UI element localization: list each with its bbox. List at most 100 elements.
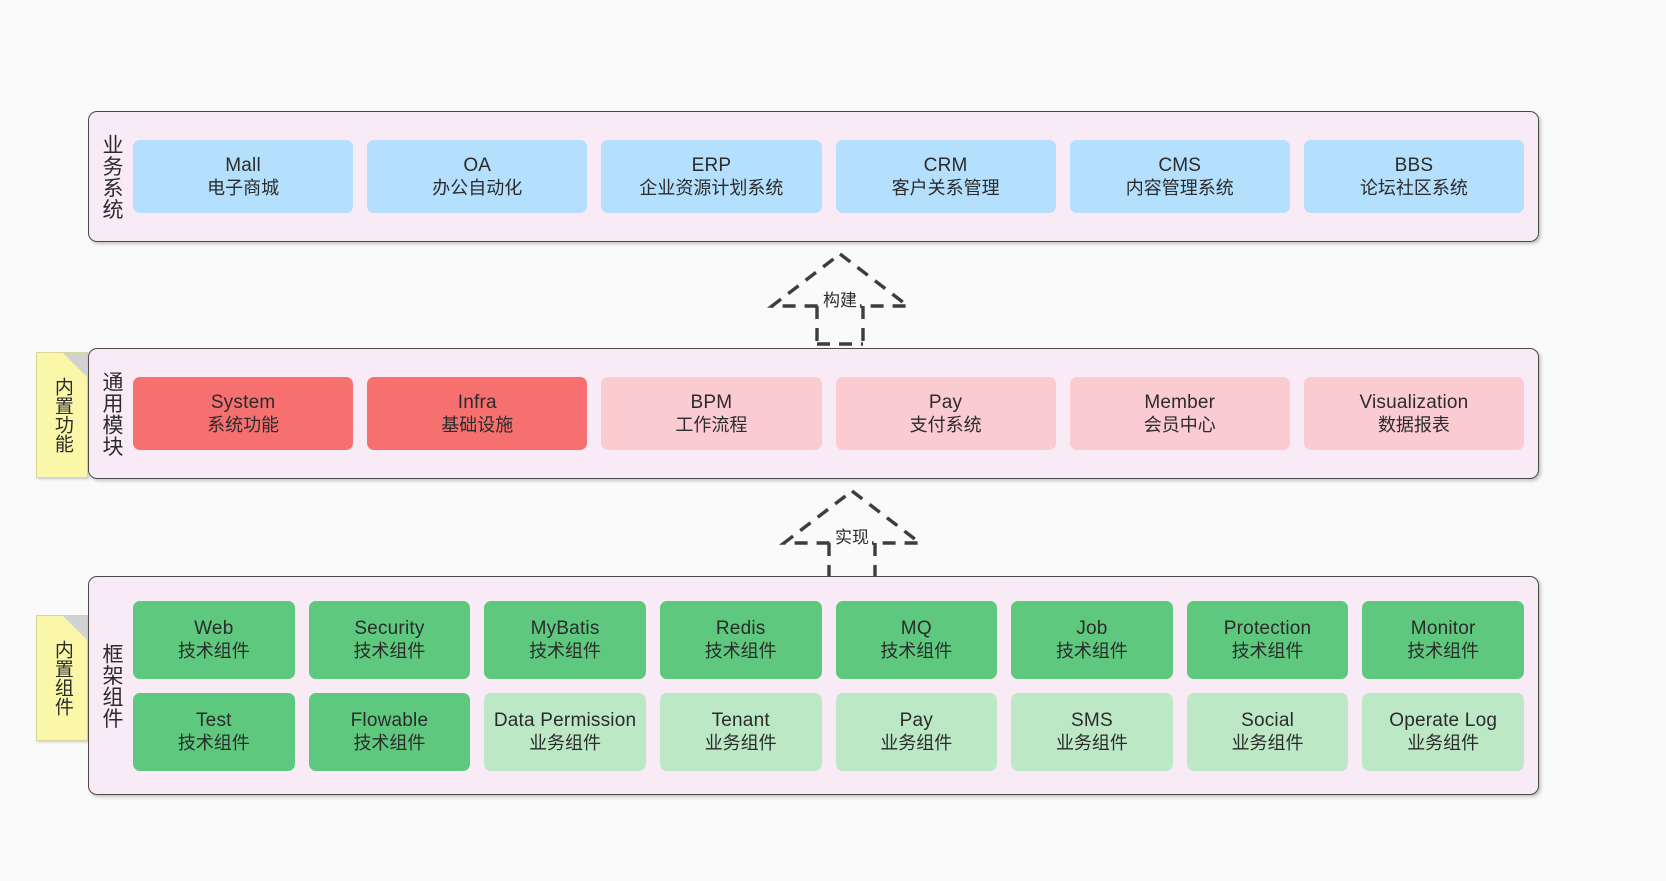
framework-item-flowable[interactable]: Flowable 技术组件 xyxy=(308,692,471,771)
note-builtin-components: 内置组件 xyxy=(36,615,88,741)
framework-item-protection[interactable]: Protection 技术组件 xyxy=(1186,600,1349,679)
framework-tech-row: Web 技术组件 Security 技术组件 MyBatis 技术组件 Redi… xyxy=(133,600,1524,679)
module-item-infra[interactable]: Infra 基础设施 xyxy=(367,377,588,450)
item-title: Web xyxy=(194,617,234,639)
framework-item-monitor[interactable]: Monitor 技术组件 xyxy=(1362,600,1524,679)
layer-caption-business: 业务系统 xyxy=(99,133,123,220)
item-title: Pay xyxy=(899,709,933,731)
item-title: Pay xyxy=(928,391,963,413)
item-subtitle: 业务组件 xyxy=(880,733,953,754)
note-label: 内置功能 xyxy=(51,377,73,453)
framework-item-security[interactable]: Security 技术组件 xyxy=(308,600,471,679)
framework-item-mybatis[interactable]: MyBatis 技术组件 xyxy=(484,600,646,679)
item-subtitle: 业务组件 xyxy=(1055,733,1128,754)
framework-item-web[interactable]: Web 技术组件 xyxy=(133,600,295,679)
item-subtitle: 内容管理系统 xyxy=(1125,178,1234,199)
connector-build: 构建 xyxy=(760,248,920,346)
module-items-row: System 系统功能 Infra 基础设施 BPM 工作流程 Pay 支付系统… xyxy=(133,377,1525,450)
item-subtitle: 技术组件 xyxy=(353,733,426,754)
item-subtitle: 业务组件 xyxy=(1231,733,1304,754)
module-item-member[interactable]: Member 会员中心 xyxy=(1069,377,1290,450)
item-title: Infra xyxy=(457,391,497,413)
item-subtitle: 业务组件 xyxy=(529,733,602,754)
business-item-cms[interactable]: CMS 内容管理系统 xyxy=(1069,140,1290,213)
item-title: MyBatis xyxy=(530,617,600,639)
item-subtitle: 业务组件 xyxy=(1407,733,1480,754)
business-item-oa[interactable]: OA 办公自动化 xyxy=(367,140,588,213)
item-title: Redis xyxy=(715,617,766,639)
item-subtitle: 支付系统 xyxy=(909,415,982,436)
framework-item-tenant[interactable]: Tenant 业务组件 xyxy=(659,692,822,771)
layer-business-systems: 业务系统 Mall 电子商城 OA 办公自动化 ERP 企业资源计划系统 CRM… xyxy=(88,111,1539,242)
item-subtitle: 工作流程 xyxy=(675,415,748,436)
layer-caption-framework: 框架组件 xyxy=(99,642,123,729)
item-title: Visualization xyxy=(1359,391,1469,413)
item-title: CRM xyxy=(923,154,968,176)
module-item-system[interactable]: System 系统功能 xyxy=(133,377,354,450)
item-title: Test xyxy=(195,709,232,731)
item-title: Job xyxy=(1076,617,1108,639)
item-subtitle: 技术组件 xyxy=(177,641,250,662)
item-subtitle: 系统功能 xyxy=(207,415,280,436)
note-builtin-features: 内置功能 xyxy=(36,352,88,478)
item-title: CMS xyxy=(1158,154,1202,176)
connector-build-label: 构建 xyxy=(820,286,860,311)
item-subtitle: 技术组件 xyxy=(353,641,426,662)
framework-rows: Web 技术组件 Security 技术组件 MyBatis 技术组件 Redi… xyxy=(133,600,1524,771)
item-title: Social xyxy=(1241,709,1295,731)
item-subtitle: 论坛社区系统 xyxy=(1359,178,1468,199)
connector-implement-label: 实现 xyxy=(832,523,872,548)
framework-item-sms[interactable]: SMS 业务组件 xyxy=(1011,692,1173,771)
business-items-row: Mall 电子商城 OA 办公自动化 ERP 企业资源计划系统 CRM 客户关系… xyxy=(133,140,1525,213)
framework-item-social[interactable]: Social 业务组件 xyxy=(1186,692,1349,771)
item-subtitle: 会员中心 xyxy=(1143,415,1216,436)
item-subtitle: 技术组件 xyxy=(1407,641,1480,662)
generalization-arrow-icon xyxy=(766,251,914,346)
note-label: 内置组件 xyxy=(51,640,73,716)
item-subtitle: 办公自动化 xyxy=(432,178,523,199)
item-title: BPM xyxy=(690,391,733,413)
module-item-pay[interactable]: Pay 支付系统 xyxy=(835,377,1056,450)
framework-item-redis[interactable]: Redis 技术组件 xyxy=(659,600,822,679)
item-title: BBS xyxy=(1394,154,1434,176)
business-item-erp[interactable]: ERP 企业资源计划系统 xyxy=(601,140,822,213)
framework-item-operate-log[interactable]: Operate Log 业务组件 xyxy=(1362,692,1524,771)
item-title: Mall xyxy=(225,154,261,176)
item-title: Security xyxy=(354,617,425,639)
business-item-mall[interactable]: Mall 电子商城 xyxy=(133,140,354,213)
item-title: Operate Log xyxy=(1389,709,1498,731)
framework-item-pay[interactable]: Pay 业务组件 xyxy=(835,692,998,771)
item-subtitle: 技术组件 xyxy=(529,641,602,662)
note-fold-icon xyxy=(63,616,87,640)
item-subtitle: 客户关系管理 xyxy=(891,178,1000,199)
module-item-visualization[interactable]: Visualization 数据报表 xyxy=(1303,377,1525,450)
item-title: Flowable xyxy=(350,709,429,731)
item-title: Tenant xyxy=(711,709,770,731)
framework-item-job[interactable]: Job 技术组件 xyxy=(1011,600,1173,679)
item-subtitle: 技术组件 xyxy=(177,733,250,754)
layer-body-modules: System 系统功能 Infra 基础设施 BPM 工作流程 Pay 支付系统… xyxy=(133,349,1538,478)
business-item-bbs[interactable]: BBS 论坛社区系统 xyxy=(1303,140,1525,213)
item-title: Data Permission xyxy=(493,709,637,731)
item-subtitle: 电子商城 xyxy=(207,178,280,199)
item-title: Member xyxy=(1144,391,1216,413)
framework-item-test[interactable]: Test 技术组件 xyxy=(133,692,295,771)
item-subtitle: 基础设施 xyxy=(441,415,514,436)
note-fold-icon xyxy=(63,353,87,377)
layer-framework-components: 框架组件 Web 技术组件 Security 技术组件 MyBatis 技术组件… xyxy=(88,576,1539,795)
item-title: MQ xyxy=(900,617,932,639)
item-subtitle: 技术组件 xyxy=(704,641,777,662)
item-subtitle: 技术组件 xyxy=(1231,641,1304,662)
item-subtitle: 企业资源计划系统 xyxy=(639,178,784,199)
item-subtitle: 技术组件 xyxy=(1055,641,1128,662)
item-subtitle: 技术组件 xyxy=(880,641,953,662)
item-title: SMS xyxy=(1071,709,1113,731)
layer-caption-modules: 通用模块 xyxy=(99,370,123,457)
framework-item-mq[interactable]: MQ 技术组件 xyxy=(835,600,998,679)
item-subtitle: 数据报表 xyxy=(1377,415,1450,436)
layer-common-modules: 通用模块 System 系统功能 Infra 基础设施 BPM 工作流程 Pay… xyxy=(88,348,1539,479)
module-item-bpm[interactable]: BPM 工作流程 xyxy=(601,377,822,450)
framework-item-data-permission[interactable]: Data Permission 业务组件 xyxy=(484,692,646,771)
business-item-crm[interactable]: CRM 客户关系管理 xyxy=(835,140,1056,213)
item-title: OA xyxy=(463,154,492,176)
